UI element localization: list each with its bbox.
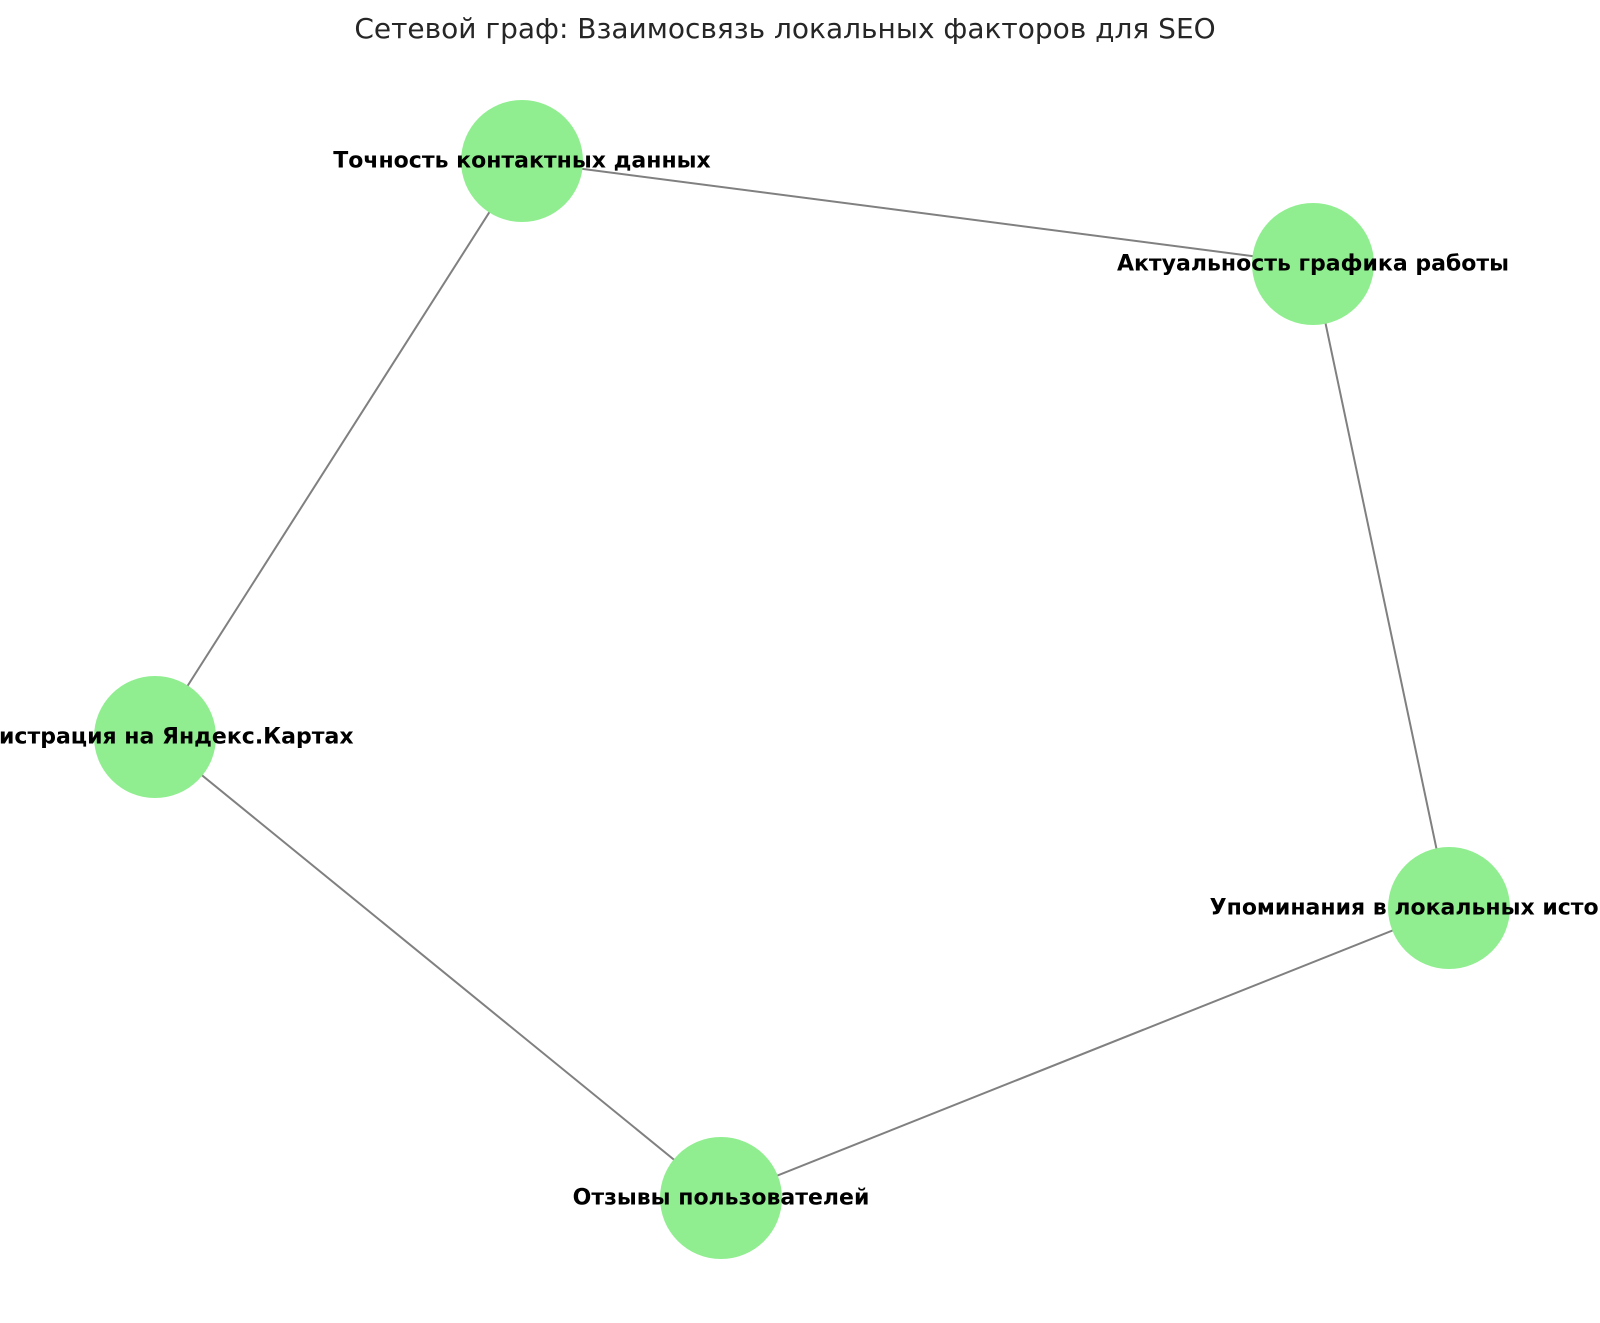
graph-node-user-reviews bbox=[660, 1137, 782, 1259]
graph-edge-contact-accuracy--work-schedule bbox=[521, 160, 1314, 265]
graph-edge-local-mentions--user-reviews bbox=[720, 907, 1450, 1199]
graph-edge-user-reviews--yandex-maps bbox=[154, 736, 722, 1199]
chart-title: Сетевой граф: Взаимосвязь локальных факт… bbox=[354, 12, 1216, 45]
graph-node-yandex-maps bbox=[94, 676, 216, 798]
graph-node-work-schedule bbox=[1252, 203, 1374, 325]
graph-edge-yandex-maps--contact-accuracy bbox=[154, 160, 523, 738]
graph-node-contact-accuracy bbox=[461, 100, 583, 222]
graph-edge-work-schedule--local-mentions bbox=[1312, 263, 1450, 909]
graph-node-local-mentions bbox=[1388, 847, 1510, 969]
